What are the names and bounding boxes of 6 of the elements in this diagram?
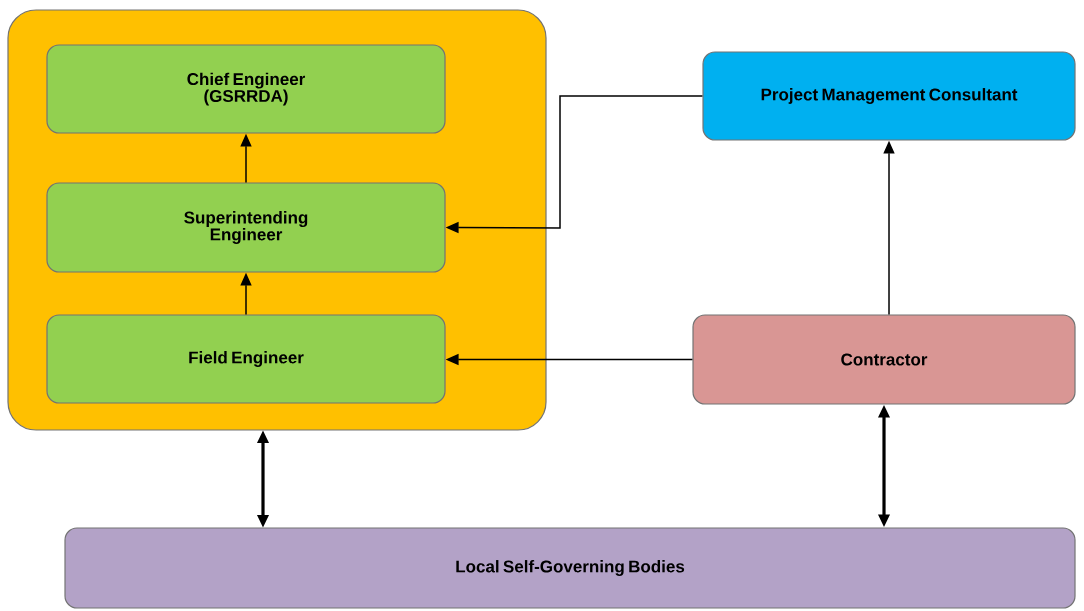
- process-box: Chief Engineer (GSRRDA): [46, 44, 446, 134]
- process-box: Contractor: [692, 314, 1076, 405]
- process-box: Field Engineer: [46, 314, 446, 404]
- process-box: Superintending Engineer: [46, 182, 446, 273]
- process-box: Local Self-Governing Bodies: [64, 527, 1076, 609]
- process-box: Project Management Consultant: [702, 51, 1076, 141]
